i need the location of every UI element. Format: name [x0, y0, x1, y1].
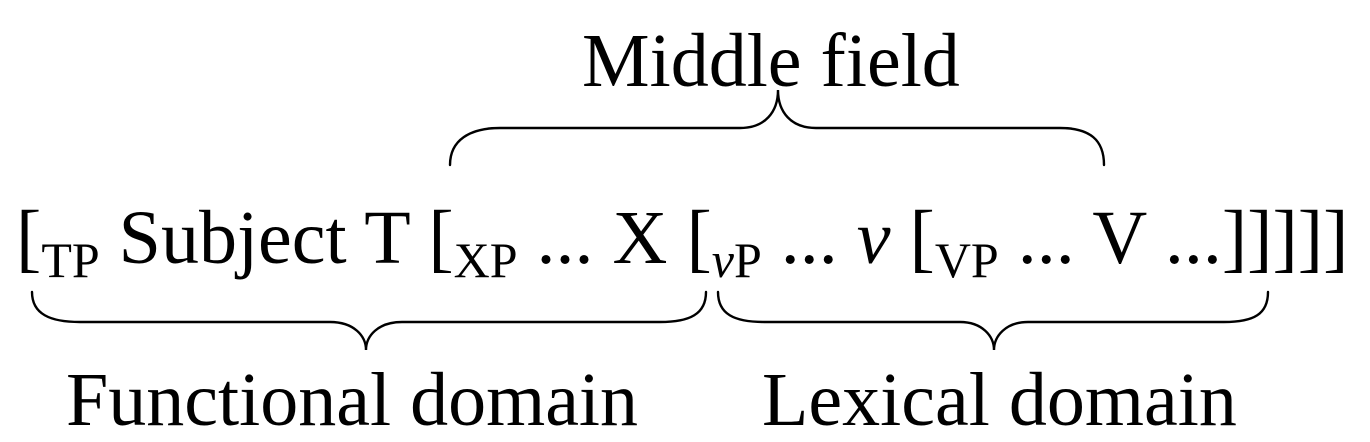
middle-field-label: Middle field	[582, 19, 960, 103]
formula-segment-subject-t: Subject T	[99, 196, 429, 280]
subscript-vp: VP	[934, 232, 999, 288]
lexical-domain-brace	[716, 290, 1270, 351]
formula-segment-dots: ...	[761, 196, 857, 280]
functional-domain-brace	[30, 290, 708, 351]
lexical-domain-label: Lexical domain	[762, 358, 1237, 442]
bracket-xp-open: [	[428, 196, 454, 280]
bracketed-structure: [TP Subject T [XP ... X [vP ... v [VP ..…	[16, 200, 1348, 285]
small-v-head: v	[856, 196, 891, 280]
subscript-small-v: v	[711, 232, 734, 288]
subscript-small-p: P	[733, 232, 762, 288]
formula-segment-x: ... X	[517, 196, 687, 280]
bracket-tp-open: [	[16, 196, 42, 280]
subscript-xp: XP	[453, 232, 518, 288]
subscript-small-vp: vP	[712, 232, 762, 288]
subscript-tp: TP	[41, 232, 100, 288]
functional-domain-label: Functional domain	[66, 358, 639, 442]
bracket-small-vp-open: [	[686, 196, 712, 280]
formula-segment-v-closing: ... V ...]]]]]	[998, 196, 1349, 280]
bracket-vp-open: [	[909, 196, 935, 280]
middle-field-brace	[448, 89, 1106, 167]
